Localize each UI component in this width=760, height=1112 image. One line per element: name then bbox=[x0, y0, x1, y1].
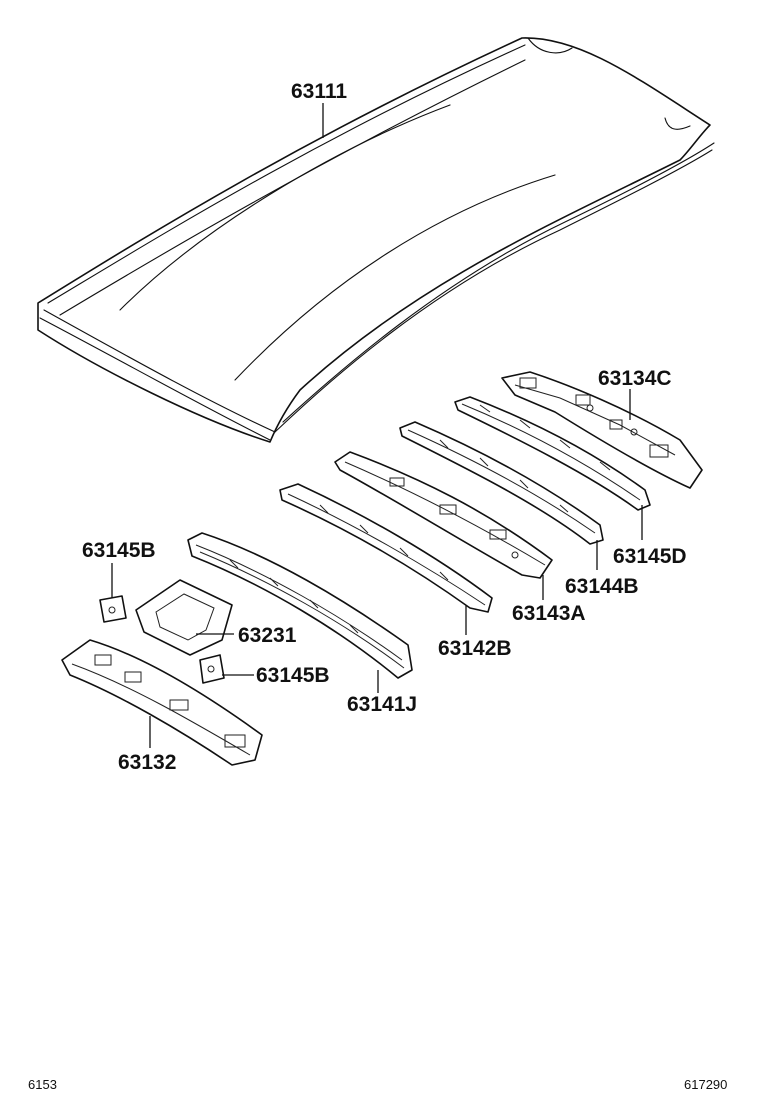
label-63231: 63231 bbox=[238, 624, 297, 647]
roof-bow-2 bbox=[279, 483, 493, 613]
label-63141J: 63141J bbox=[347, 693, 417, 716]
leader-lines bbox=[111, 103, 643, 748]
roof-panel bbox=[37, 37, 715, 443]
bracket-left-upper bbox=[99, 595, 127, 623]
label-63145B-lower: 63145B bbox=[256, 664, 330, 687]
label-63111: 63111 bbox=[291, 80, 347, 103]
label-63134C: 63134C bbox=[598, 367, 672, 390]
footer-left-code: 6153 bbox=[28, 1077, 57, 1092]
label-63132: 63132 bbox=[118, 751, 176, 774]
roof-bow-3 bbox=[334, 451, 553, 579]
reinforcement-plate bbox=[135, 579, 233, 656]
roof-bow-4 bbox=[399, 421, 604, 545]
label-63145B-upper: 63145B bbox=[82, 539, 156, 562]
rear-header-left bbox=[61, 639, 263, 766]
label-63142B: 63142B bbox=[438, 637, 512, 660]
label-63144B: 63144B bbox=[565, 575, 639, 598]
roof-bow-bracket-right bbox=[454, 396, 651, 511]
label-63145D: 63145D bbox=[613, 545, 687, 568]
label-63143A: 63143A bbox=[512, 602, 586, 625]
rear-header-right bbox=[501, 371, 703, 489]
front-header bbox=[187, 532, 413, 679]
bracket-left-lower bbox=[199, 654, 225, 684]
footer-right-code: 617290 bbox=[684, 1077, 727, 1092]
